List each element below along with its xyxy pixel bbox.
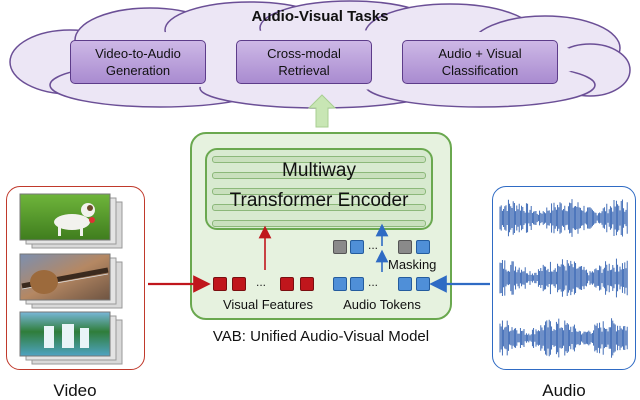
audio-token (416, 277, 430, 291)
masked-token (333, 240, 347, 254)
tasks-title: Audio-Visual Tasks (251, 8, 389, 25)
task-av-classification: Audio + Visual Classification (402, 40, 558, 84)
audio-token (350, 240, 364, 254)
encoder-layer (212, 220, 426, 227)
audio-label: Audio (542, 381, 586, 400)
masked-token (398, 240, 412, 254)
video-frames (19, 193, 123, 365)
waveform (499, 199, 628, 237)
token-ellipsis: ... (368, 238, 379, 252)
encoder-layer (212, 156, 426, 163)
audio-token (416, 240, 430, 254)
output-arrow (308, 94, 336, 128)
waveform (499, 258, 628, 298)
video-label: Video (53, 381, 97, 400)
audio-token (350, 277, 364, 291)
waveform (499, 318, 628, 358)
audio-tokens-label: Audio Tokens (343, 297, 421, 312)
visual-token (300, 277, 314, 291)
visual-token (213, 277, 227, 291)
task-cross-modal-retrieval: Cross-modal Retrieval (236, 40, 372, 84)
encoder-label-line1: Multiway (282, 160, 356, 181)
visual-features-label: Visual Features (222, 297, 314, 312)
token-ellipsis: ... (368, 275, 379, 289)
token-ellipsis: ... (256, 275, 267, 289)
masking-label: Masking (388, 257, 437, 272)
visual-token (232, 277, 246, 291)
encoder-label-line2: Transformer Encoder (229, 190, 409, 211)
audio-token (398, 277, 412, 291)
encoder-layer (212, 172, 426, 179)
audio-waveforms (499, 199, 628, 358)
encoder-layer (212, 204, 426, 211)
model-caption: VAB: Unified Audio-Visual Model (212, 328, 430, 345)
visual-token (280, 277, 294, 291)
audio-token (333, 277, 347, 291)
encoder-layer (212, 188, 426, 195)
task-video-to-audio: Video-to-Audio Generation (70, 40, 206, 84)
